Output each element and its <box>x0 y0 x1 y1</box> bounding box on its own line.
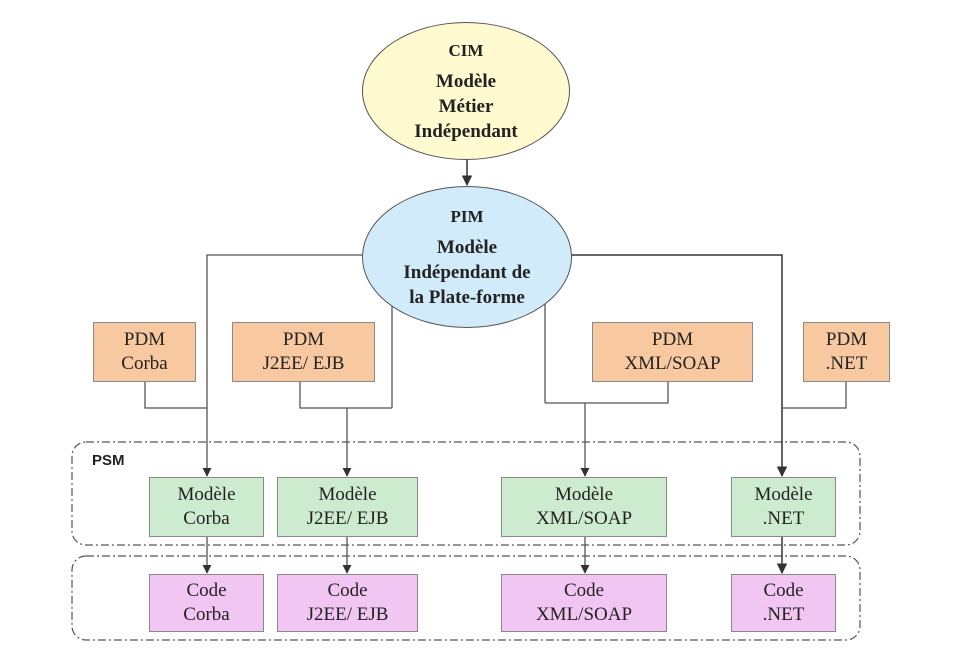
pdm-corba-line-2: Corba <box>121 353 168 374</box>
modele-net-box: Modèle .NET <box>731 477 836 537</box>
modele-j2ee-line-2: J2EE/ EJB <box>306 508 389 529</box>
cim-line-3: Indépendant <box>414 121 518 142</box>
modele-corba-box: Modèle Corba <box>149 477 264 537</box>
cim-title: CIM <box>448 41 484 60</box>
code-j2ee-line-1: Code <box>327 580 368 601</box>
code-corba-box: Code Corba <box>149 574 264 632</box>
connector-pim-modele-corba <box>202 254 362 477</box>
code-j2ee-line-2: J2EE/ EJB <box>306 604 389 625</box>
psm-label: PSM <box>92 452 125 469</box>
modele-corba-line-2: Corba <box>183 508 230 529</box>
code-net-box: Code .NET <box>731 574 836 632</box>
connector-pdm-net <box>782 382 847 409</box>
pdm-net-box: PDM .NET <box>803 322 890 382</box>
modele-corba-line-1: Modèle <box>177 484 236 505</box>
modele-net-line-2: .NET <box>762 508 805 529</box>
pdm-xml-box: PDM XML/SOAP <box>592 322 753 382</box>
code-xml-line-2: XML/SOAP <box>535 604 633 625</box>
pim-title: PIM <box>450 207 484 226</box>
code-container <box>71 555 861 641</box>
pdm-corba-line-1: PDM <box>123 329 166 350</box>
pdm-net-line-1: PDM <box>825 329 868 350</box>
pim-line-2: Indépendant de <box>403 262 531 283</box>
code-corba-line-1: Code <box>186 580 227 601</box>
modele-xml-line-2: XML/SOAP <box>535 508 633 529</box>
pdm-net-line-2: .NET <box>825 353 868 374</box>
connector-pdm-j2ee <box>299 382 392 409</box>
modele-net-line-1: Modèle <box>754 484 813 505</box>
code-xml-box: Code XML/SOAP <box>501 574 667 632</box>
psm-container <box>71 441 861 546</box>
code-net-line-2: .NET <box>762 604 805 625</box>
connector-pim-modele-net <box>570 254 788 478</box>
code-xml-line-1: Code <box>563 580 605 601</box>
pdm-j2ee-line-1: PDM <box>282 329 325 350</box>
code-net-line-1: Code <box>763 580 804 601</box>
code-corba-line-2: Corba <box>183 604 230 625</box>
modele-xml-line-1: Modèle <box>554 484 614 505</box>
modele-j2ee-line-1: Modèle <box>318 484 377 505</box>
cim-line-2: Métier <box>438 96 494 117</box>
pdm-j2ee-line-2: J2EE/ EJB <box>262 353 345 374</box>
pim-line-3: la Plate-forme <box>409 287 525 308</box>
pdm-xml-line-2: XML/SOAP <box>624 353 721 374</box>
cim-line-1: Modèle <box>435 71 497 92</box>
connector-pdm-xml <box>545 382 669 404</box>
connector-pdm-corba <box>144 382 207 409</box>
code-j2ee-box: Code J2EE/ EJB <box>277 574 418 632</box>
pdm-j2ee-box: PDM J2EE/ EJB <box>232 322 375 382</box>
modele-j2ee-box: Modèle J2EE/ EJB <box>277 477 418 537</box>
pdm-corba-box: PDM Corba <box>93 322 196 382</box>
cim-ellipse: CIM Modèle Métier Indépendant <box>362 22 570 160</box>
pim-line-1: Modèle <box>436 237 498 258</box>
modele-xml-box: Modèle XML/SOAP <box>501 477 667 537</box>
pdm-xml-line-1: PDM <box>651 329 694 350</box>
pim-ellipse: PIM Modèle Indépendant de la Plate-forme <box>362 186 572 328</box>
